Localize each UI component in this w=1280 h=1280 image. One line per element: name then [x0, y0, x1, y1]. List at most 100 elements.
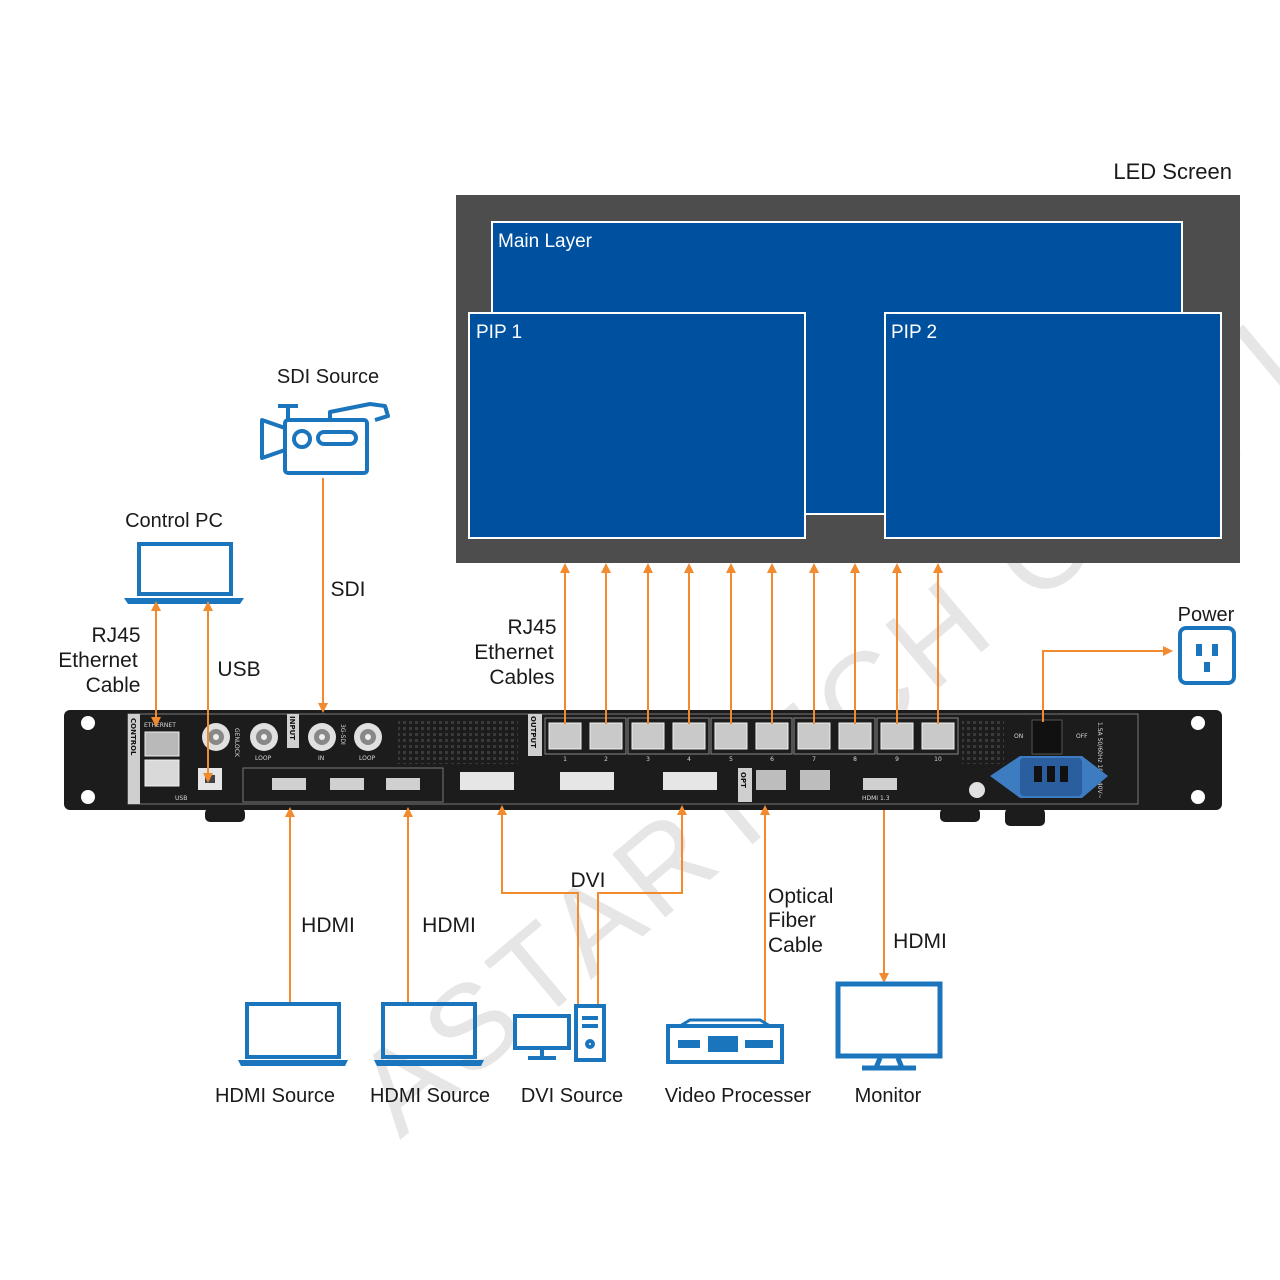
hdmi-source-1-label: HDMI Source: [215, 1085, 335, 1107]
laptop-icon: [238, 1002, 348, 1066]
pip2-label: PIP 2: [891, 322, 937, 343]
monitor-icon: [835, 981, 943, 1071]
pip2-layer: [884, 312, 1222, 539]
rating-text: 1.5A 50/60Hz 100-240V~: [1096, 722, 1103, 799]
hdmi-section: [242, 767, 444, 803]
usb-cable-label: USB: [217, 658, 260, 681]
power-outlet-icon: [1178, 626, 1236, 685]
rj45-port-number: 8: [853, 756, 857, 763]
rj45-output-port-6[interactable]: [755, 722, 789, 750]
control-pc-label: Control PC: [125, 510, 223, 532]
in-text: IN: [318, 755, 324, 762]
rj45-cables-label-1: RJ45: [507, 616, 556, 639]
rj45-port-number: 1: [563, 756, 567, 763]
genlock-bnc-in[interactable]: [202, 723, 230, 751]
opt-port-1[interactable]: [756, 770, 786, 790]
hdmi-loop-port[interactable]: [330, 778, 364, 790]
led-screen-title: LED Screen: [1113, 159, 1232, 184]
rj45-output-port-8[interactable]: [838, 722, 872, 750]
rj45-port-number: 4: [687, 756, 691, 763]
opt-tab: [738, 768, 752, 802]
rj45-port-pair-frame: [544, 717, 627, 755]
loop-text-2: LOOP: [359, 755, 376, 762]
rj45-output-port-1[interactable]: [548, 722, 582, 750]
led-screen: LED Screen Main Layer PIP 1 PIP 2: [456, 159, 1240, 563]
rack-device-icon: [666, 1018, 784, 1064]
video-processer: Video Processer: [665, 1018, 812, 1107]
rack-hole: [1191, 716, 1205, 730]
input-tab: [287, 714, 299, 748]
rj45-output-port-4[interactable]: [672, 722, 706, 750]
device-foot: [205, 808, 245, 822]
laptop-icon: [124, 542, 244, 604]
rj45-output-port-9[interactable]: [880, 722, 914, 750]
ethernet-port-lower[interactable]: [144, 759, 180, 787]
pip1-layer: [468, 312, 806, 539]
desktop-computer-icon: [513, 1004, 606, 1062]
hdmi13-text: HDMI 1.3: [862, 795, 890, 802]
vent-grille: [962, 718, 1004, 764]
rj45-port-pair-frame: [627, 717, 710, 755]
rj45-label-3: Cable: [86, 674, 141, 697]
rack-hole: [81, 790, 95, 804]
loop-text: LOOP: [255, 755, 272, 762]
dvi-loop-port[interactable]: [560, 772, 614, 790]
opt-port-2[interactable]: [800, 770, 830, 790]
rj45-port-number: 5: [729, 756, 733, 763]
rj45-port-number: 10: [934, 756, 942, 763]
rj45-label-1: RJ45: [91, 624, 140, 647]
genlock-bnc-loop[interactable]: [250, 723, 278, 751]
power-socket[interactable]: [990, 756, 1108, 798]
rj45-port-pair-frame: [793, 717, 876, 755]
rj45-port-number: 2: [604, 756, 608, 763]
device-foot: [1005, 808, 1045, 826]
cables: [151, 478, 1173, 1026]
dvi-source: DVI Source: [513, 1004, 623, 1107]
output-cables: [560, 563, 943, 724]
hdmi-source-2-label: HDMI Source: [370, 1085, 490, 1107]
control-tab: [128, 714, 140, 804]
rj45-port-pair-frame: [876, 717, 959, 755]
device-foot: [940, 808, 980, 822]
power: Power: [1178, 604, 1236, 685]
rj45-output-port-5[interactable]: [714, 722, 748, 750]
main-layer-label: Main Layer: [498, 231, 593, 252]
hdmi-in-port[interactable]: [272, 778, 306, 790]
sdi-bnc-in[interactable]: [308, 723, 336, 751]
rj45-output-port-2[interactable]: [589, 722, 623, 750]
dvi-in-port[interactable]: [460, 772, 514, 790]
dvi-cable-2: [597, 805, 687, 1004]
hdmi-source-2: HDMI Source: [370, 1002, 490, 1107]
monitor: Monitor: [835, 981, 943, 1107]
rj45-cables-label-2: Ethernet: [474, 641, 554, 664]
dvi-source-label: DVI Source: [521, 1085, 623, 1107]
sdi3g-text: 3G-SDI: [339, 724, 346, 745]
laptop-icon: [374, 1002, 484, 1066]
hdmi-2-port[interactable]: [386, 778, 420, 790]
rj45-port-number: 7: [812, 756, 816, 763]
optical-label-3: Cable: [768, 934, 823, 957]
hdmi-cable-label-1: HDMI: [301, 914, 355, 937]
sdi-bnc-loop[interactable]: [354, 723, 382, 751]
sdi-source-label: SDI Source: [277, 366, 379, 388]
rj45-output-port-3[interactable]: [631, 722, 665, 750]
rj45-output-port-7[interactable]: [797, 722, 831, 750]
hdmi-out-port[interactable]: [863, 778, 897, 790]
video-camera-icon: [260, 402, 390, 475]
power-cable: [1042, 646, 1173, 722]
vent-grille: [398, 718, 518, 764]
ground-screw-icon: [969, 782, 985, 798]
hdmi-cable-label-2: HDMI: [422, 914, 476, 937]
ethernet-port[interactable]: [144, 731, 180, 757]
power-switch[interactable]: [1031, 719, 1063, 755]
opt-text: OPT: [739, 772, 747, 788]
dvi-2-port[interactable]: [663, 772, 717, 790]
control-text: CONTROL: [129, 718, 137, 756]
rj45-cables-label-3: Cables: [489, 666, 554, 689]
hdmi-source-1: HDMI Source: [215, 1002, 348, 1107]
optical-label-1: Optical: [768, 885, 833, 908]
rj45-port-number: 3: [646, 756, 650, 763]
rj45-port-pair-frame: [710, 717, 793, 755]
rj45-output-port-10[interactable]: [921, 722, 955, 750]
